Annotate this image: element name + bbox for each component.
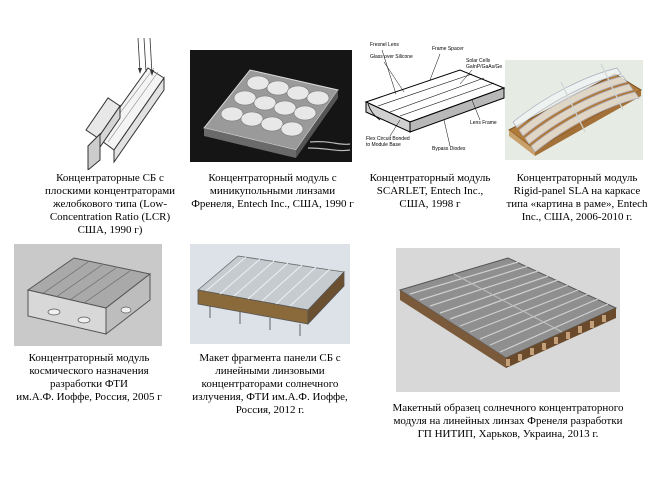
label-lens-frame: Lens Frame <box>470 120 497 126</box>
figure-scarlet-diagram: Fresnel Lens Glass over Silicone Frame S… <box>360 40 510 160</box>
label-flex-circuit: Flex Circuit Bonded <box>366 136 410 142</box>
figure-scarlet-caption: Концентраторный модуль SCARLET, Entech I… <box>369 172 491 210</box>
label-module-base: to Module Base <box>366 142 401 148</box>
label-glass-over-silicone: Glass over Silicone <box>370 54 413 60</box>
figure-ioffe-2012-panel-image <box>190 244 350 344</box>
label-cell-material: GaInP/GaAs/Ge <box>466 64 503 70</box>
label-bypass-diodes: Bypass Diodes <box>432 146 466 152</box>
figure-minidome-caption: Концентраторный модуль с миникупольными … <box>191 172 354 210</box>
figure-rigid-panel-sla-caption: Концентраторный модуль Rigid-panel SLA н… <box>506 172 648 223</box>
figure-ioffe-2005-caption: Концентраторный модуль космического назн… <box>16 352 162 403</box>
label-frame-spacer: Frame Spacer <box>432 46 464 52</box>
figure-nitip-2013-module-image <box>396 248 620 392</box>
figure-ioffe-2005-module-image <box>14 244 162 346</box>
figure-nitip-2013-caption: Макетный образец солнечного концентратор… <box>392 402 624 440</box>
figure-lcr-concentrator-image <box>68 38 178 170</box>
label-fresnel-lens: Fresnel Lens <box>370 42 399 48</box>
figure-lcr-caption: Концентраторные СБ с плоскими концентрат… <box>44 172 176 236</box>
figure-rigid-panel-sla-image <box>505 60 643 160</box>
figure-ioffe-2012-caption: Макет фрагмента панели СБ с линейными ли… <box>192 352 348 416</box>
figure-minidome-module-image <box>190 50 352 162</box>
label-solar-cells: Solar Cells <box>466 58 491 64</box>
